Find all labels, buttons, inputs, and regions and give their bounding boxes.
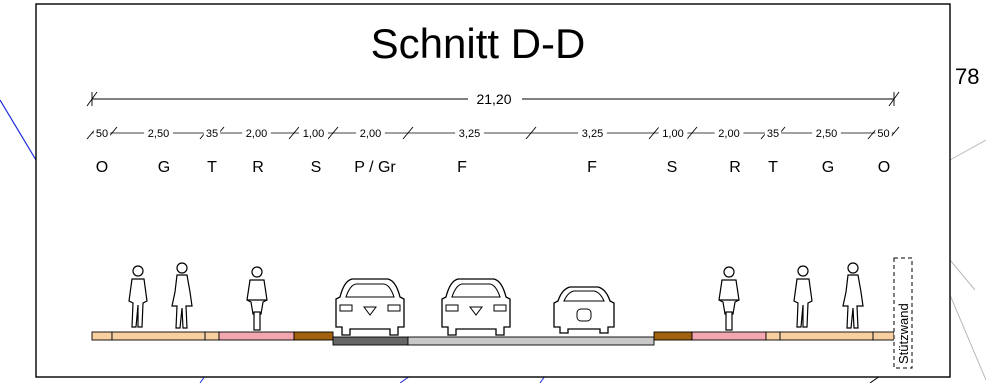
- ground-strip: [653, 331, 693, 341]
- dimension-tick: [648, 126, 660, 140]
- wall-label: Stützwand: [896, 303, 911, 364]
- zone-label: S: [667, 159, 678, 176]
- dimension-label-bg: [93, 126, 111, 139]
- ground-strip: [111, 331, 206, 341]
- zone-label: F: [457, 159, 467, 176]
- dimension-label: 50: [96, 128, 108, 140]
- ground-strip: [872, 331, 895, 341]
- zone-label: S: [311, 159, 322, 176]
- ground-strip: [332, 336, 409, 346]
- zone-label: R: [729, 159, 741, 176]
- dimension-label-bg: [203, 126, 221, 139]
- dimension-label-bg: [356, 126, 385, 139]
- total-width-label: 21,20: [476, 91, 511, 107]
- zone-label: F: [587, 159, 597, 176]
- dimension-label-bg: [242, 126, 271, 139]
- zone-label: T: [207, 159, 217, 176]
- zone-label: P / Gr: [354, 159, 396, 176]
- dimension-label-bg: [658, 126, 688, 139]
- ground-strip: [218, 331, 295, 341]
- dimension-label-bg: [764, 126, 782, 139]
- zone-label: G: [158, 159, 170, 176]
- zone-label: G: [822, 159, 834, 176]
- pedestrian-icon: [171, 262, 193, 329]
- ground-strip: [779, 331, 874, 341]
- total-dimension: 21,20: [86, 91, 900, 107]
- dimension-label: 2,50: [148, 128, 169, 140]
- ground-strip: [691, 331, 767, 341]
- car-front-icon: [335, 278, 405, 336]
- pedestrian-icon: [793, 265, 813, 328]
- retaining-wall: Stützwand: [893, 257, 913, 369]
- dimension-label: 3,25: [582, 128, 603, 140]
- dimension-label: 2,00: [246, 128, 267, 140]
- dimension-label-bg: [875, 126, 892, 139]
- ground-strips: [91, 331, 895, 346]
- dimension-label: 2,00: [360, 128, 381, 140]
- dimension-label: 35: [767, 128, 779, 140]
- dimension-label: 35: [206, 128, 218, 140]
- zone-label: T: [768, 159, 778, 176]
- dimension-label-bg: [812, 126, 841, 139]
- zone-label: O: [878, 159, 890, 176]
- dimension-label: 1,00: [303, 128, 324, 140]
- page-title: Schnitt D-D: [371, 20, 586, 67]
- dimension-tick: [402, 126, 414, 140]
- ground-strip: [204, 331, 220, 341]
- car-front-icon: [441, 278, 511, 336]
- dimension-label-bg: [714, 126, 744, 139]
- ground-strip: [765, 331, 781, 341]
- dimension-label: 2,50: [816, 128, 837, 140]
- dimension-label-bg: [455, 126, 484, 139]
- car-rear-icon: [553, 286, 615, 334]
- cyclist-icon: [718, 266, 740, 331]
- dimension-tick: [686, 126, 698, 140]
- zone-label: R: [252, 159, 264, 176]
- side-number: 78: [955, 64, 979, 89]
- dimension-tick: [327, 126, 339, 140]
- dimension-tick: [525, 126, 537, 140]
- dimension-label: 50: [877, 128, 889, 140]
- dimension-tick: [288, 126, 300, 140]
- dimension-label: 3,25: [459, 128, 480, 140]
- segment-dimensions: 50 2,50 35 2,00 1,00 2,00 3,25 3,25 1,00 2,00 35 2,…: [86, 126, 900, 140]
- pedestrian-icon: [842, 262, 864, 329]
- dimension-label: 1,00: [662, 128, 683, 140]
- ground-strip: [91, 331, 113, 341]
- dimension-label-bg: [144, 126, 173, 139]
- zone-label: O: [96, 159, 108, 176]
- background-sketch-lines: [0, 99, 986, 383]
- dimension-label-bg: [299, 126, 328, 139]
- cyclist-icon: [246, 266, 268, 331]
- zone-labels: O G T R S P / Gr F F S R T G O: [96, 159, 890, 176]
- dimension-label-bg: [578, 126, 607, 139]
- ground-strip: [293, 331, 334, 341]
- pedestrian-icon: [128, 265, 148, 328]
- ground-strip: [407, 336, 655, 346]
- dimension-label: 2,00: [718, 128, 739, 140]
